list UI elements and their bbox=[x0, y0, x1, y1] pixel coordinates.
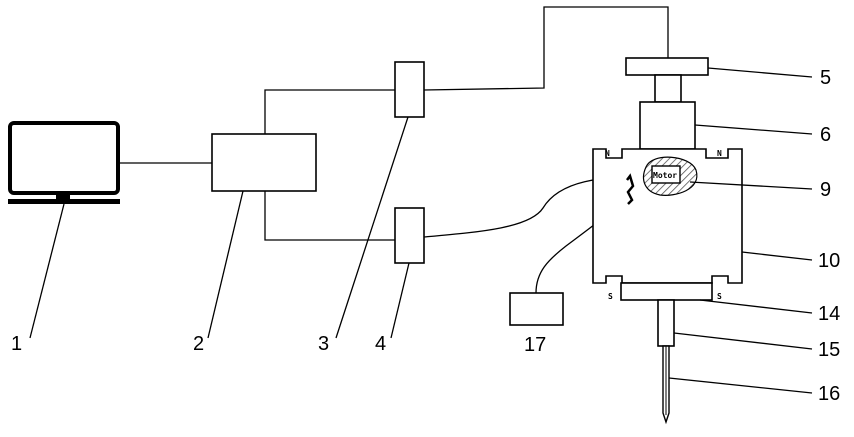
mark-s-left: S bbox=[608, 292, 613, 301]
unit-3-box bbox=[395, 62, 424, 117]
label-15: 15 bbox=[818, 339, 840, 361]
controller-box bbox=[212, 134, 316, 191]
mark-n-right: N bbox=[717, 149, 722, 158]
label-6: 6 bbox=[820, 124, 831, 146]
label-17: 17 bbox=[524, 334, 546, 356]
label-14: 14 bbox=[818, 303, 840, 325]
base-plate bbox=[621, 283, 712, 300]
label-1: 1 bbox=[11, 333, 22, 355]
label-4: 4 bbox=[375, 333, 386, 355]
label-16: 16 bbox=[818, 383, 840, 405]
mark-n-left: N bbox=[605, 149, 610, 158]
t-handle bbox=[626, 58, 708, 102]
label-10: 10 bbox=[818, 250, 840, 272]
label-9: 9 bbox=[820, 179, 831, 201]
label-5: 5 bbox=[820, 67, 831, 89]
label-3: 3 bbox=[318, 333, 329, 355]
computer-monitor-icon bbox=[8, 123, 120, 204]
mark-s-right: S bbox=[717, 292, 722, 301]
motor-text: Motor bbox=[653, 171, 677, 180]
upper-block bbox=[640, 102, 695, 149]
shaft bbox=[658, 300, 674, 346]
needle bbox=[663, 346, 669, 422]
label-2: 2 bbox=[193, 333, 204, 355]
unit-4-box bbox=[395, 208, 424, 263]
sensor-box-17 bbox=[510, 293, 563, 325]
connection-wires bbox=[118, 7, 668, 293]
